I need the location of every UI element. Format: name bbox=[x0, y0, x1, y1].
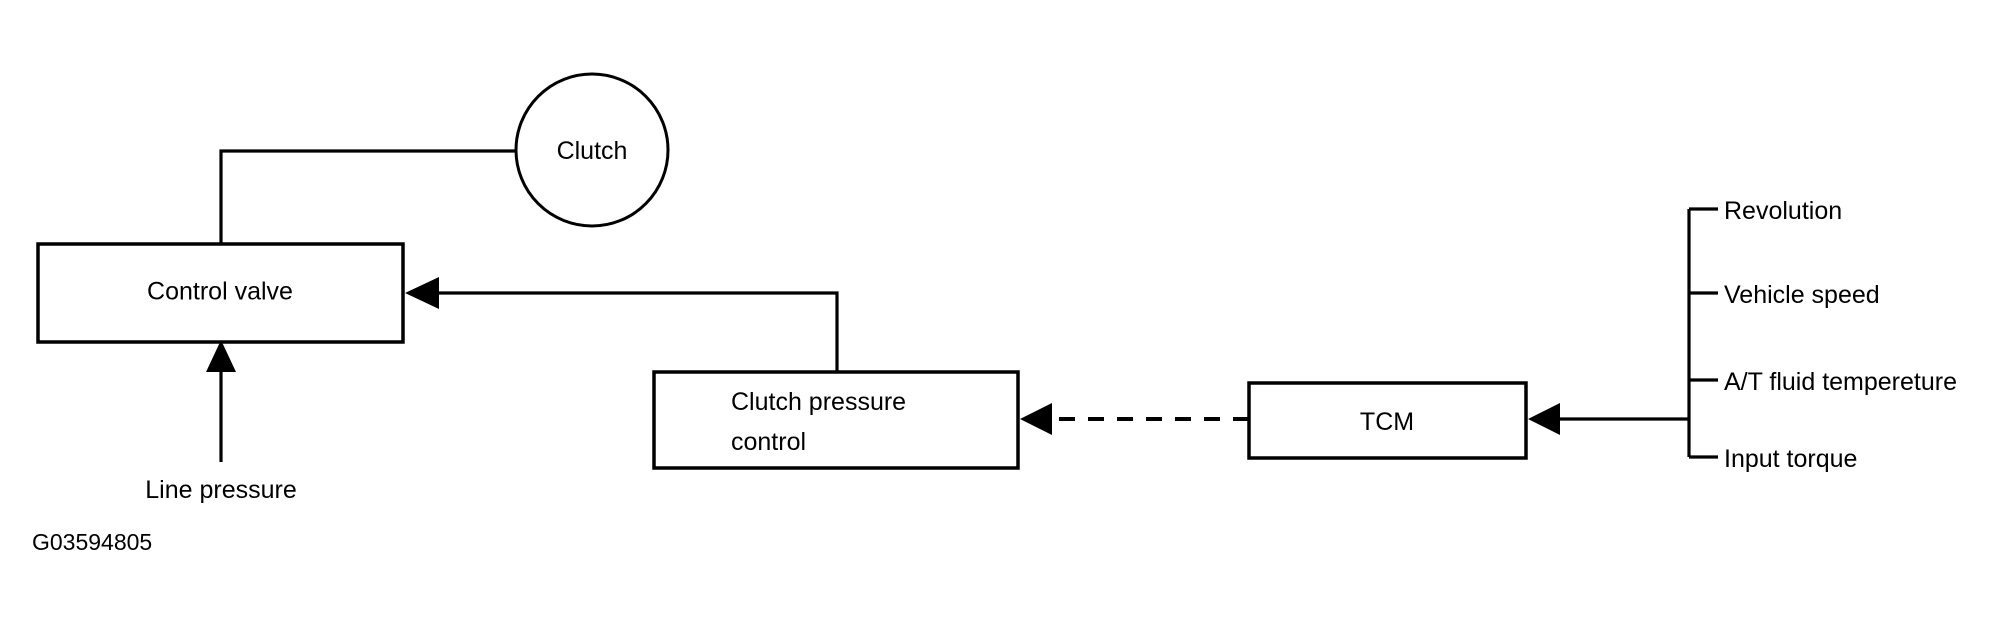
tcm-label: TCM bbox=[1360, 408, 1414, 436]
node-clutch-pressure-control[interactable]: Clutch pressure control bbox=[652, 370, 1020, 470]
clutch-pressure-control-label-line2: control bbox=[731, 428, 806, 456]
node-control-valve[interactable]: Control valve bbox=[36, 242, 405, 344]
arrowhead-to-tcm-left bbox=[1528, 403, 1560, 435]
input-label-at-fluid-tempereture: A/T fluid tempereture bbox=[1724, 368, 1957, 396]
arrowhead-to-clutch-pressure-control-left bbox=[1020, 403, 1052, 435]
clutch-pressure-control-label-line1: Clutch pressure bbox=[731, 388, 906, 416]
node-clutch[interactable]: Clutch bbox=[514, 72, 670, 228]
tcm-inputs-bracket bbox=[1687, 207, 1718, 459]
diagram-caption: G03594805 bbox=[32, 529, 152, 555]
input-label-vehicle-speed: Vehicle speed bbox=[1724, 281, 1880, 309]
input-label-input-torque: Input torque bbox=[1724, 445, 1857, 473]
clutch-circle[interactable] bbox=[514, 72, 670, 228]
arrowhead-line-pressure-up bbox=[206, 340, 236, 372]
tcm-box[interactable] bbox=[1247, 381, 1528, 460]
clutch-label: Clutch bbox=[557, 137, 628, 165]
connector-clutch-pressure-control-to-control-valve bbox=[418, 291, 839, 372]
input-label-revolution: Revolution bbox=[1724, 197, 1842, 225]
line-pressure-label: Line pressure bbox=[145, 476, 296, 504]
control-valve-box[interactable] bbox=[36, 242, 405, 344]
node-tcm[interactable]: TCM bbox=[1247, 381, 1528, 460]
control-valve-label: Control valve bbox=[147, 278, 293, 306]
clutch-pressure-control-box[interactable] bbox=[652, 370, 1020, 470]
arrowhead-to-control-valve-left bbox=[405, 277, 439, 309]
